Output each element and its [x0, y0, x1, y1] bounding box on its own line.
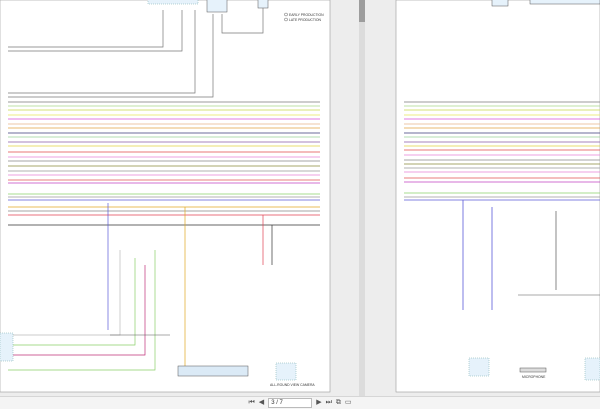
- fit-width-button[interactable]: ▭: [344, 399, 352, 406]
- microphone-label: MICROPHONE: [522, 375, 546, 379]
- scroll-thumb[interactable]: [359, 0, 365, 22]
- wire-group-left: [8, 101, 320, 226]
- pdf-viewer: EARLY PRODUCTION LATE PRODUCTION ALL-ROU…: [0, 0, 600, 396]
- page-number-input[interactable]: 3 / 7: [268, 398, 313, 408]
- wiring-diagram: EARLY PRODUCTION LATE PRODUCTION ALL-ROU…: [0, 0, 600, 393]
- camera-label: ALL-ROUND VIEW CAMERA: [270, 383, 315, 387]
- module-box: [584, 357, 600, 381]
- radio-chassis-box: [177, 365, 249, 377]
- wire-group-right: [404, 101, 600, 201]
- page-toolbar: ⏮ ◀ 3 / 7 ▶ ⏭ ⧉ ▭: [0, 396, 600, 409]
- wire: [8, 14, 214, 98]
- module-box: [206, 0, 228, 13]
- microphone-box: [519, 367, 547, 373]
- wire: [221, 8, 264, 34]
- wire: [8, 10, 164, 48]
- module-box: [529, 0, 600, 5]
- legend-marker: [284, 17, 288, 22]
- next-page-button[interactable]: ▶: [316, 399, 322, 406]
- legend-early: EARLY PRODUCTION: [289, 13, 324, 17]
- module-box: [147, 0, 199, 5]
- first-page-button[interactable]: ⏮: [248, 399, 255, 406]
- prev-page-button[interactable]: ◀: [258, 399, 265, 406]
- last-page-button[interactable]: ⏭: [325, 399, 332, 406]
- page-right: [395, 0, 600, 393]
- scrollbar[interactable]: [359, 0, 365, 396]
- legend-marker: [284, 12, 288, 17]
- legend-late: LATE PRODUCTION: [289, 18, 322, 22]
- antenna-box: [257, 0, 269, 9]
- module-box: [0, 332, 14, 362]
- audio-module-box: [468, 357, 490, 377]
- wire: [8, 265, 146, 356]
- wire: [8, 250, 156, 371]
- page-left: [0, 0, 331, 393]
- module-box: [491, 0, 509, 7]
- fit-page-button[interactable]: ⧉: [335, 399, 341, 406]
- wire: [8, 258, 136, 346]
- wire: [8, 10, 196, 94]
- camera-box: [275, 362, 297, 381]
- wire: [8, 10, 183, 52]
